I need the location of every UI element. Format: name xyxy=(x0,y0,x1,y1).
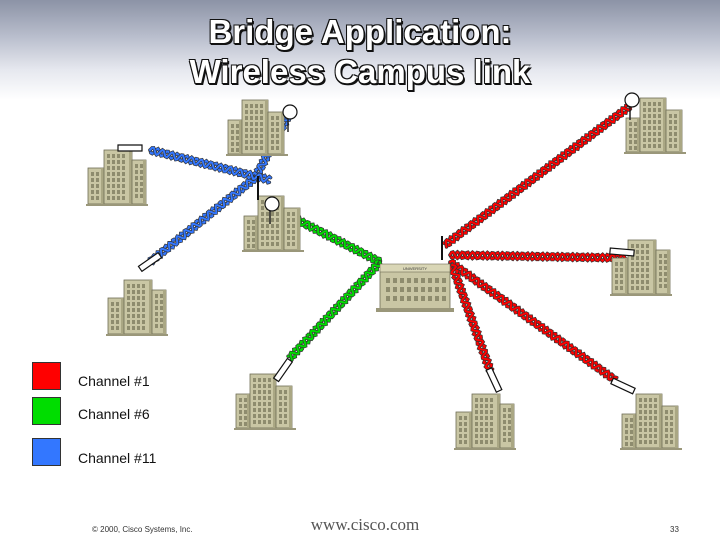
slide-title-line-2: Wireless Campus link xyxy=(189,53,531,90)
antenna-icon xyxy=(624,92,640,120)
slide-title-line-1: Bridge Application: xyxy=(208,13,512,50)
link-channel-6 xyxy=(286,259,383,362)
link-channel-1 xyxy=(448,263,495,373)
buildings xyxy=(86,97,686,450)
legend-swatch-channel-1 xyxy=(32,362,61,390)
link-channel-1 xyxy=(441,102,633,249)
legend-swatch-channel-6 xyxy=(32,397,61,425)
legend-label-channel-1: Channel #1 xyxy=(78,373,150,389)
antenna-icon xyxy=(272,357,294,383)
footer-copyright: © 2000, Cisco Systems, Inc. xyxy=(92,525,193,534)
office-building-icon xyxy=(86,149,148,206)
office-building-icon xyxy=(226,99,288,156)
office-building-icon xyxy=(620,393,682,450)
link-channel-11 xyxy=(147,175,258,266)
legend-label-channel-11: Channel #11 xyxy=(78,450,157,466)
office-building-icon xyxy=(610,239,672,296)
university-building-icon: UNIVERSITY xyxy=(376,263,454,312)
footer-page-number: 33 xyxy=(670,525,679,534)
link-channel-1 xyxy=(448,249,627,264)
legend-label-channel-6: Channel #6 xyxy=(78,406,150,422)
antenna-icon xyxy=(609,247,635,257)
header-band xyxy=(0,0,720,100)
antenna-icon xyxy=(485,367,503,393)
office-building-icon xyxy=(106,279,168,336)
office-building-icon xyxy=(234,373,296,430)
university-label: UNIVERSITY xyxy=(403,266,427,271)
link-channel-1 xyxy=(447,258,619,385)
office-building-icon xyxy=(454,393,516,450)
antenna-icon xyxy=(137,251,163,273)
link-channel-11 xyxy=(148,146,273,185)
antenna-icon xyxy=(610,377,636,395)
legend-swatch-channel-11 xyxy=(32,438,61,466)
antenna-icon xyxy=(264,196,280,224)
antenna-icon xyxy=(282,104,298,132)
footer-website: www.cisco.com xyxy=(310,515,420,534)
office-building-icon xyxy=(624,97,686,154)
antenna-icon xyxy=(117,144,143,152)
wireless-links xyxy=(147,102,633,385)
antennas xyxy=(117,92,640,395)
